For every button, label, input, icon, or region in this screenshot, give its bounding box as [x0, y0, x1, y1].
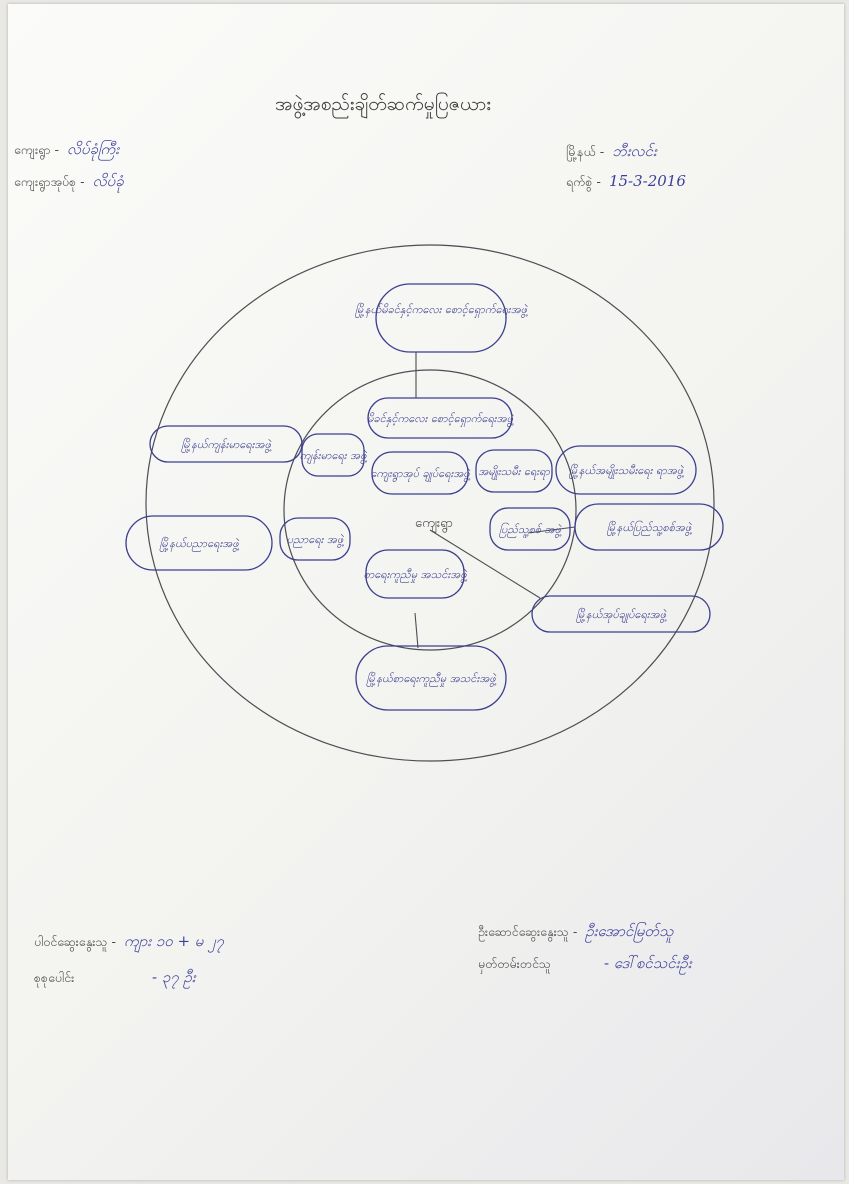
node-shape — [555, 445, 697, 495]
village-field: ကျေးရွာ - လိပ်ခုံကြီး — [14, 140, 119, 162]
node-shape — [301, 433, 365, 477]
node-shape — [371, 451, 469, 495]
total-value: - ၃၇ ဦး — [152, 968, 196, 986]
facilitator-field: ဦးဆောင်ဆွေးနွေးသူ - ဦးအောင်မြတ်သူ — [478, 922, 674, 944]
participants-field: ပါဝင်ဆွေးနွေးသူ - ကျား ၁၀ + မ ၂၇ — [34, 932, 224, 954]
node-shape — [149, 425, 303, 463]
recorder-field: မှတ်တမ်းတင်သူ - ဒေါ်စင်သင်းဦး — [478, 954, 692, 976]
participants-label: ပါဝင်ဆွေးနွေးသူ - — [34, 934, 117, 949]
village-tract-field: ကျေးရွာအုပ်စု - လိပ်ခုံ — [14, 172, 124, 194]
recorder-label: မှတ်တမ်းတင်သူ — [478, 956, 551, 971]
outer-node-health-label: မြို့နယ်ကျန်းမာရေးအဖွဲ့ — [181, 437, 272, 453]
node-shape — [125, 515, 273, 571]
township-value: ဘီးလင်း — [612, 142, 657, 160]
village-tract-label: ကျေးရွာအုပ်စု - — [14, 174, 85, 189]
connector-line — [429, 529, 541, 599]
node-shape — [355, 645, 507, 711]
outer-circle — [145, 244, 715, 762]
inner-node-funeral-label: စာရေးကူညီမှု အသင်းအဖွဲ့ — [364, 568, 468, 583]
total-label: စုစုပေါင်း — [34, 970, 75, 985]
node-shape — [367, 397, 513, 439]
inner-circle — [283, 369, 577, 651]
participants-value: ကျား ၁၀ + မ ၂၇ — [124, 932, 224, 950]
inner-node-admin-label: ကျေးရွာအုပ် ချုပ်ရေးအဖွဲ့ — [370, 467, 471, 482]
page-title: အဖွဲ့အစည်းချိတ်ဆက်မှုပြဇယား — [275, 93, 492, 115]
date-label: ရက်စွဲ - — [566, 174, 601, 189]
outer-node-education-label: မြို့နယ်ပညာရေးအဖွဲ့ — [159, 536, 240, 552]
node-shape — [475, 449, 553, 493]
village-tract-value: လိပ်ခုံ — [92, 172, 124, 190]
connector-line — [527, 526, 576, 534]
outer-node-funeral-label: မြို့နယ်စာရေးကူညီမှု အသင်းအဖွဲ့ — [366, 671, 497, 687]
total-field: စုစုပေါင်း - ၃၇ ဦး — [34, 968, 196, 990]
outer-node-mch-label: မြို့နယ်မိခင်နှင့်ကလေး စောင့်ရှောက်ရေးအဖ… — [355, 302, 528, 318]
village-label: ကျေးရွာ - — [14, 142, 59, 157]
facilitator-label: ဦးဆောင်ဆွေးနွေးသူ - — [478, 924, 578, 939]
inner-node-mch-label: မိခင်နှင့်ကလေး စောင့်ရှောက်ရေးအဖွဲ့ — [367, 412, 514, 427]
facilitator-value: ဦးအောင်မြတ်သူ — [585, 922, 674, 940]
center-village-label: ကျေးရွာ — [415, 516, 453, 533]
date-value: 15-3-2016 — [608, 172, 686, 190]
node-shape — [365, 549, 465, 599]
connector-line — [414, 612, 419, 649]
outer-node-admin-label: မြို့နယ်အုပ်ချုပ်ရေးအဖွဲ့ — [576, 607, 667, 623]
village-value: လိပ်ခုံကြီး — [66, 140, 120, 158]
outer-node-militia-label: မြို့နယ်ပြည်သူ့စစ်အဖွဲ့ — [607, 520, 693, 536]
date-field: ရက်စွဲ - 15-3-2016 — [566, 172, 686, 193]
node-shape — [531, 595, 711, 633]
inner-node-education-label: ပညာရေး အဖွဲ့ — [287, 533, 345, 548]
paper-sheet — [8, 4, 844, 1180]
inner-node-militia-label: ပြည်သူ့စစ် အဖွဲ့ — [499, 522, 562, 538]
inner-node-health-label: ကျန်းမာရေး အဖွဲ့ — [300, 449, 368, 464]
township-field: မြို့နယ် - ဘီးလင်း — [566, 142, 657, 164]
inner-node-women-label: အမျိုးသမီး ရေးရာ — [478, 465, 550, 480]
node-shape — [375, 283, 507, 353]
node-shape — [279, 517, 351, 561]
outer-node-women-label: မြို့နယ်အမျိုးသမီးရေး ရာအဖွဲ့ — [569, 463, 685, 479]
node-shape — [489, 507, 571, 551]
township-label: မြို့နယ် - — [566, 144, 605, 159]
recorder-value: - ဒေါ်စင်သင်းဦး — [604, 954, 692, 972]
node-shape — [574, 503, 724, 551]
